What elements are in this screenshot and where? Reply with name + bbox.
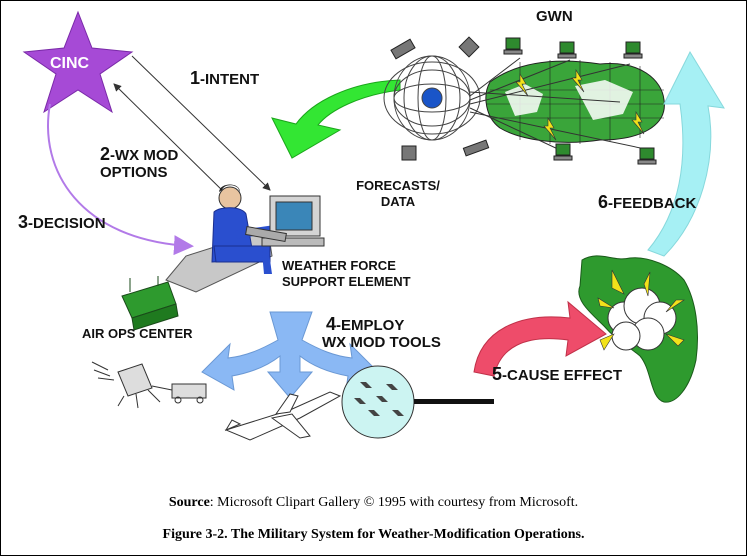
gwn-label: GWN bbox=[536, 8, 573, 25]
satellite-icon bbox=[390, 36, 490, 161]
decision-arrow bbox=[47, 103, 194, 256]
employ-line1: -EMPLOY bbox=[336, 317, 405, 334]
intent-arrow bbox=[131, 55, 271, 191]
options-arrow bbox=[113, 83, 229, 197]
cause-text: -CAUSE EFFECT bbox=[502, 367, 623, 384]
intent-number: 1 bbox=[190, 68, 201, 88]
airplane-icon bbox=[224, 391, 342, 441]
decision-label: 3-DECISION bbox=[18, 212, 106, 232]
cinc-star-icon bbox=[22, 10, 134, 114]
intent-label: 1-INTENT bbox=[190, 68, 260, 88]
source-line: Source: Microsoft Clipart Gallery © 1995… bbox=[0, 495, 747, 511]
figure-caption: Figure 3-2. The Military System for Weat… bbox=[162, 527, 585, 542]
wxmod-line2: OPTIONS bbox=[100, 164, 168, 181]
feedback-arrow-icon bbox=[647, 50, 725, 257]
world-map-icon bbox=[485, 60, 668, 144]
employ-number: 4 bbox=[326, 314, 337, 334]
decision-text: -DECISION bbox=[28, 215, 106, 232]
wfse-line1: WEATHER FORCE bbox=[282, 258, 396, 273]
feedback-label: 6-FEEDBACK bbox=[598, 192, 697, 212]
cloud-lightning-icon bbox=[597, 269, 685, 351]
employ-line2: WX MOD TOOLS bbox=[322, 334, 441, 351]
ground-equipment-icon bbox=[91, 361, 207, 409]
globe-network-icon bbox=[383, 55, 481, 141]
cause-effect-label: 5-CAUSE EFFECT bbox=[492, 364, 623, 384]
wfse-line2: SUPPORT ELEMENT bbox=[282, 274, 411, 289]
forecasts-line1: FORECASTS/ bbox=[356, 178, 440, 193]
computer-terminal-icon bbox=[245, 195, 325, 247]
forecasts-label: FORECASTS/DATA bbox=[352, 178, 444, 210]
cinc-label: CINC bbox=[50, 55, 90, 72]
feedback-text: -FEEDBACK bbox=[608, 195, 697, 212]
forecasts-line2: DATA bbox=[380, 194, 416, 209]
decision-number: 3 bbox=[18, 212, 29, 232]
wxmod-line1: -WX MOD bbox=[110, 147, 179, 164]
network-computer-icon bbox=[503, 37, 657, 165]
cause-number: 5 bbox=[492, 364, 503, 384]
intent-text: -INTENT bbox=[200, 71, 260, 88]
forecast-data-arrow-icon bbox=[271, 79, 401, 159]
source-text: : Microsoft Clipart Gallery © 1995 with … bbox=[209, 495, 579, 510]
cause-effect-arrow-icon bbox=[473, 300, 607, 377]
feedback-number: 6 bbox=[598, 192, 609, 212]
air-ops-building-icon bbox=[121, 276, 179, 331]
source-label: Source bbox=[168, 495, 210, 510]
aircraft-formation-icon bbox=[341, 365, 494, 439]
wxmod-number: 2 bbox=[100, 144, 111, 164]
map-lightning-icon bbox=[515, 68, 645, 141]
airops-label: AIR OPS CENTER bbox=[82, 326, 193, 341]
employ-tools-arrow-icon bbox=[201, 311, 379, 399]
